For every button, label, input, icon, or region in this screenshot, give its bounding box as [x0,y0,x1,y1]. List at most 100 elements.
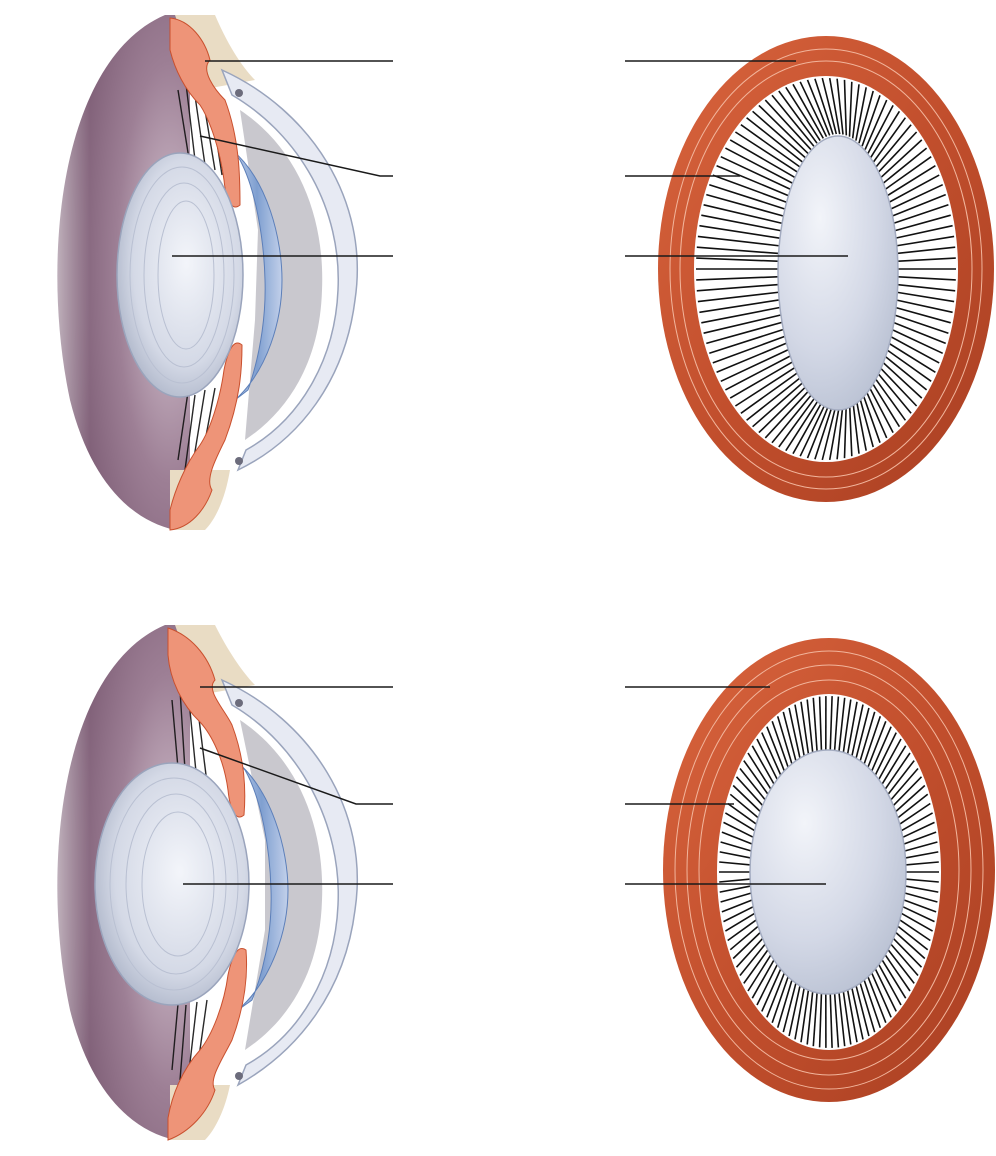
zonular-fiber [843,402,848,459]
zonular-fiber [893,306,951,324]
zonular-fiber [720,155,792,191]
zonular-fiber [858,711,876,764]
zonular-fiber [870,726,892,774]
zonular-fiber [877,365,918,407]
zonular-fiber [870,970,892,1018]
zonular-fiber [877,962,902,1006]
zonular-fiber [855,397,867,451]
zonular-fiber [893,784,926,814]
zonular-fiber [764,387,812,439]
ciliary-body-upper [169,17,241,208]
zonular-fiber [902,841,938,853]
zonular-fiber [723,821,756,839]
zonular-fiber [886,760,915,797]
zonular-fiber [756,962,779,1006]
zonular-fiber [701,214,783,232]
zonular-fiber [903,851,939,860]
zonular-fiber [703,204,784,225]
zonular-fiber [732,930,763,960]
zonular-fiber [870,379,901,428]
zonular-fiber [699,224,782,240]
lens-front [749,749,907,995]
zonular-fiber [778,394,818,448]
zonular-fiber [806,989,814,1045]
zonular-fiber [903,884,939,893]
vitreous-fade [30,620,90,1150]
zonular-fiber [696,275,781,281]
zonular-fiber [746,375,804,421]
scleral-venous-sinus-bottom [235,457,243,465]
zonular-fiber [842,989,852,1045]
zonular-fiber [903,861,939,866]
zonular-fiber [891,320,946,345]
zonular-fiber [836,78,844,135]
zonular-fiber [829,991,833,1048]
zonular-fiber [854,983,870,1037]
zonular-fiber [727,918,759,942]
zonular-fiber [782,981,798,1033]
zonular-fiber [814,403,834,460]
zonular-fiber [895,275,956,281]
zonular-fiber [895,257,956,263]
zonular-fiber [888,174,940,204]
zonular-fiber [872,117,907,163]
zonular-fiber [701,306,783,324]
zonular-fiber [751,745,776,787]
ring-highlight-inner [679,60,973,478]
side-view-bottom [30,620,359,1150]
zonular-fiber [846,701,858,757]
zonular-fiber [740,370,801,414]
zonular-fiber [712,174,788,204]
zonular-fiber [888,334,940,364]
zonular-fiber [900,821,935,839]
zonular-fiber [794,704,806,759]
zonular-fiber [838,697,846,754]
zonular-fiber [866,974,887,1023]
zonular-fiber [880,957,907,999]
zonular-fiber [719,861,753,866]
zonular-fiber [858,394,874,448]
zonular-fiber [727,802,759,826]
zonular-fiber [873,966,897,1012]
zonular-fiber [724,812,757,833]
zonular-fiber [877,738,902,782]
zonular-fiber [895,793,929,820]
zonular-fiber [721,898,755,913]
zonular-fiber [851,399,860,454]
zonular-fiber [747,752,773,792]
zonular-fiber [897,918,931,942]
zonular-fiber [746,117,804,163]
zonular-fiber [771,94,815,147]
zonular-fiber [814,78,834,135]
zonular-fiber [867,105,894,154]
zonular-fiber [883,752,911,792]
zonular-fiber [766,970,786,1018]
ring-highlight-outer [669,48,983,490]
zonular-fiber [833,991,840,1048]
zonular-fiber [720,347,792,383]
zonular-fiber [846,987,858,1043]
zonular-fiber [799,400,828,457]
zonular-fiber [806,402,831,459]
zonular-fiber [725,353,794,391]
zonular-fiber [893,214,951,232]
zonular-fiber [709,183,787,211]
zonular-fiber [799,81,828,138]
zonular-fibers-front [696,77,956,461]
ciliary-body-lower [169,342,243,531]
scleral-venous-sinus-top [235,89,243,97]
scleral-venous-sinus-top [235,699,243,707]
front-view-top [658,36,994,502]
zonular-fiber [752,379,806,428]
scleral-venous-sinus-bottom [235,1072,243,1080]
zonular-fiber [752,110,806,159]
ciliary-body-upper [167,627,246,818]
zonular-fiber [899,812,933,833]
zonular-fiber [766,726,786,774]
zonular-fiber [892,313,949,334]
zonular-fiber [696,246,781,255]
zonular-fiber [792,399,824,455]
zonular-fiber [891,936,923,968]
zonular-fiber [697,291,781,303]
zonular-fiber [886,165,936,197]
